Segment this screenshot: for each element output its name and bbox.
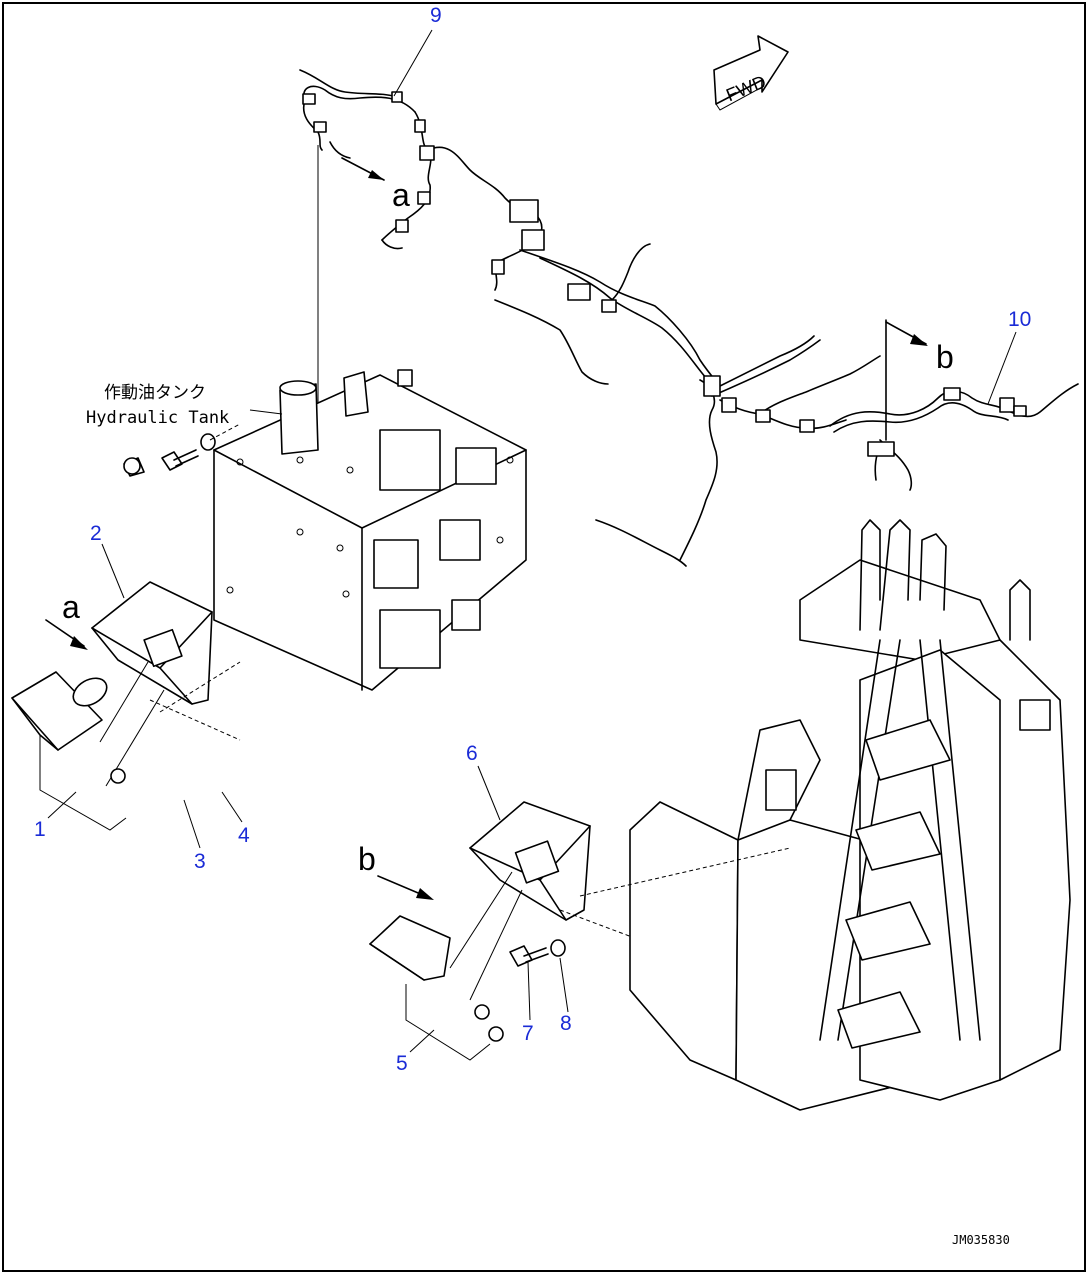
leader-4 [221, 791, 243, 823]
wiring-harness-10 [829, 383, 1079, 491]
work-lamp-assembly-left [11, 457, 241, 831]
leader-3 [183, 799, 201, 849]
leader-line-6-mount [579, 847, 791, 897]
callout-7: 7 [522, 1022, 534, 1045]
hydraulic-tank [213, 369, 527, 691]
leader-8 [559, 957, 569, 1013]
bolt-3 [161, 449, 199, 471]
drawing-code: JM035830 [952, 1233, 1010, 1247]
leader-9 [393, 29, 433, 97]
washer-4 [200, 433, 216, 451]
hydraulic-tank-label-ja: 作動油タンク [104, 383, 206, 403]
leader-10 [987, 331, 1017, 405]
work-lamp-assembly-right [369, 801, 641, 1061]
view-letter-a-upper: a [392, 177, 410, 213]
leader-5 [409, 1029, 435, 1053]
callout-3: 3 [194, 850, 206, 873]
leader-6 [477, 765, 501, 821]
washer-8 [550, 939, 566, 957]
leader-line-tank [249, 409, 283, 415]
view-arrow-a-upper [341, 157, 385, 181]
callout-5: 5 [396, 1052, 408, 1075]
view-arrow-b-lower [377, 875, 434, 900]
callout-9: 9 [430, 4, 442, 27]
callout-2: 2 [90, 522, 102, 545]
callout-8: 8 [560, 1012, 572, 1035]
wiring-harness-9 [299, 69, 881, 567]
view-arrow-a-lower [45, 619, 88, 650]
view-letter-b-upper: b [936, 339, 954, 375]
leader-1 [47, 791, 77, 819]
fwd-arrow-icon: FWD [713, 35, 789, 111]
leader-2 [101, 543, 125, 599]
callout-10: 10 [1008, 308, 1031, 331]
hydraulic-tank-label-en: Hydraulic Tank [86, 408, 229, 428]
leader-7 [527, 961, 531, 1021]
ladder-structure [629, 519, 1071, 1111]
view-arrow-b-upper [885, 319, 928, 441]
callout-6: 6 [466, 742, 478, 765]
callout-4: 4 [238, 824, 250, 847]
view-letter-b-lower: b [358, 841, 376, 877]
view-letter-a-lower: a [62, 589, 80, 625]
callout-1: 1 [34, 818, 46, 841]
bolt-7 [509, 945, 549, 967]
